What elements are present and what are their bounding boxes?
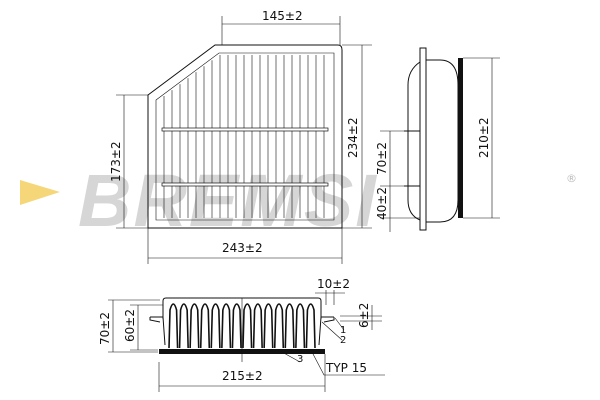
- side-view: [380, 47, 500, 232]
- top-view: [116, 16, 372, 264]
- dim-left-height: 173±2: [109, 141, 123, 182]
- dim-bottom-width: 243±2: [222, 241, 263, 255]
- callout-3: 3: [297, 354, 303, 365]
- callout-1: 1: [340, 325, 346, 336]
- section-view: [108, 290, 385, 392]
- dim-right-height: 234±2: [346, 117, 360, 158]
- brand-triangle-logo: [20, 180, 60, 205]
- pleat-note: TYP 15: [325, 361, 367, 375]
- registered-mark: ®: [566, 172, 577, 185]
- dim-upper-offset: 70±2: [375, 142, 389, 175]
- dim-section-width: 215±2: [222, 369, 263, 383]
- dim-top-width: 145±2: [262, 9, 303, 23]
- dim-flange-thickness: 6±2: [357, 303, 371, 328]
- dim-pleat-height: 60±2: [123, 309, 137, 342]
- callout-2: 2: [340, 335, 346, 346]
- filter-pleats: [168, 303, 316, 349]
- dim-side-height: 210±2: [477, 117, 491, 158]
- dim-flange-width: 10±2: [317, 277, 350, 291]
- dim-lower-offset: 40±2: [375, 187, 389, 220]
- dim-total-height: 70±2: [98, 312, 112, 345]
